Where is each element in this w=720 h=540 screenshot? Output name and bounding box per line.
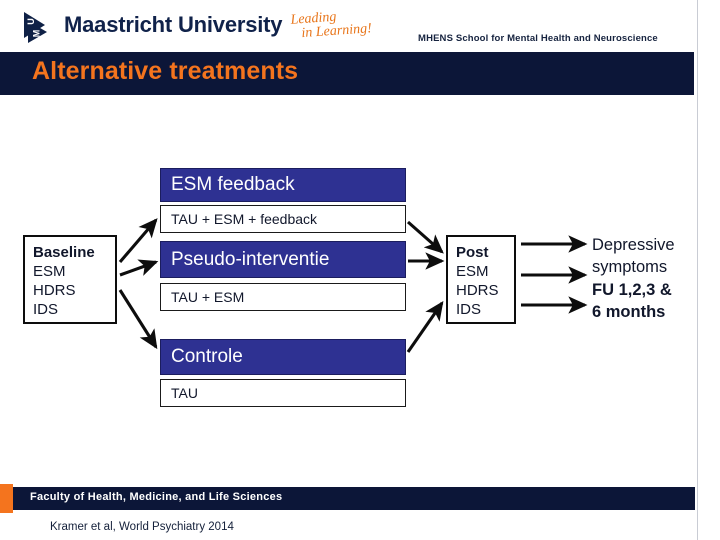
arm-esm-feedback-treatment: TAU + ESM + feedback: [160, 205, 406, 233]
arm-controle-treatment: TAU: [160, 379, 406, 407]
department-label: MHENS School for Mental Health and Neuro…: [418, 33, 658, 44]
university-name: Maastricht University: [64, 12, 283, 37]
arm-controle-header[interactable]: Controle: [160, 339, 406, 375]
outcome-line-1: Depressive: [592, 236, 675, 254]
post-measure-hdrs: HDRS: [456, 282, 499, 300]
baseline-measure-ids: IDS: [33, 301, 59, 319]
citation-label: Kramer et al, World Psychiatry 2014: [50, 521, 234, 533]
footer-faculty-label: Faculty of Health, Medicine, and Life Sc…: [30, 491, 283, 503]
baseline-measure-esm: ESM: [33, 263, 66, 281]
outcome-line-2: symptoms: [592, 258, 668, 277]
baseline-heading: Baseline: [33, 244, 95, 261]
arm-esm-feedback-header[interactable]: ESM feedback: [160, 168, 406, 202]
baseline-box: Baseline ESM HDRS IDS: [23, 235, 117, 324]
post-measure-ids: IDS: [456, 301, 482, 319]
arm-pseudo-interventie-treatment: TAU + ESM: [160, 283, 406, 311]
outcome-line-4: 6 months: [592, 303, 666, 322]
um-triangle-logo-icon: U M: [22, 8, 56, 43]
baseline-measure-hdrs: HDRS: [33, 282, 76, 300]
footer-bar: [13, 487, 695, 510]
footer-accent-block: [0, 484, 13, 513]
post-measure-esm: ESM: [456, 263, 489, 281]
post-box: Post ESM HDRS IDS: [446, 235, 516, 324]
slide-title: Alternative treatments: [32, 57, 299, 85]
arm-pseudo-interventie-header[interactable]: Pseudo-interventie: [160, 241, 406, 278]
slide-title-bar: [0, 52, 694, 95]
outcome-line-3: FU 1,2,3 &: [592, 280, 672, 299]
post-heading: Post: [456, 244, 489, 261]
page-right-rule: [697, 0, 698, 540]
outcome-text-block: Depressive symptoms FU 1,2,3 & 6 months: [592, 234, 718, 324]
university-logo-block: U M Maastricht University Leading in Lea…: [22, 6, 373, 44]
